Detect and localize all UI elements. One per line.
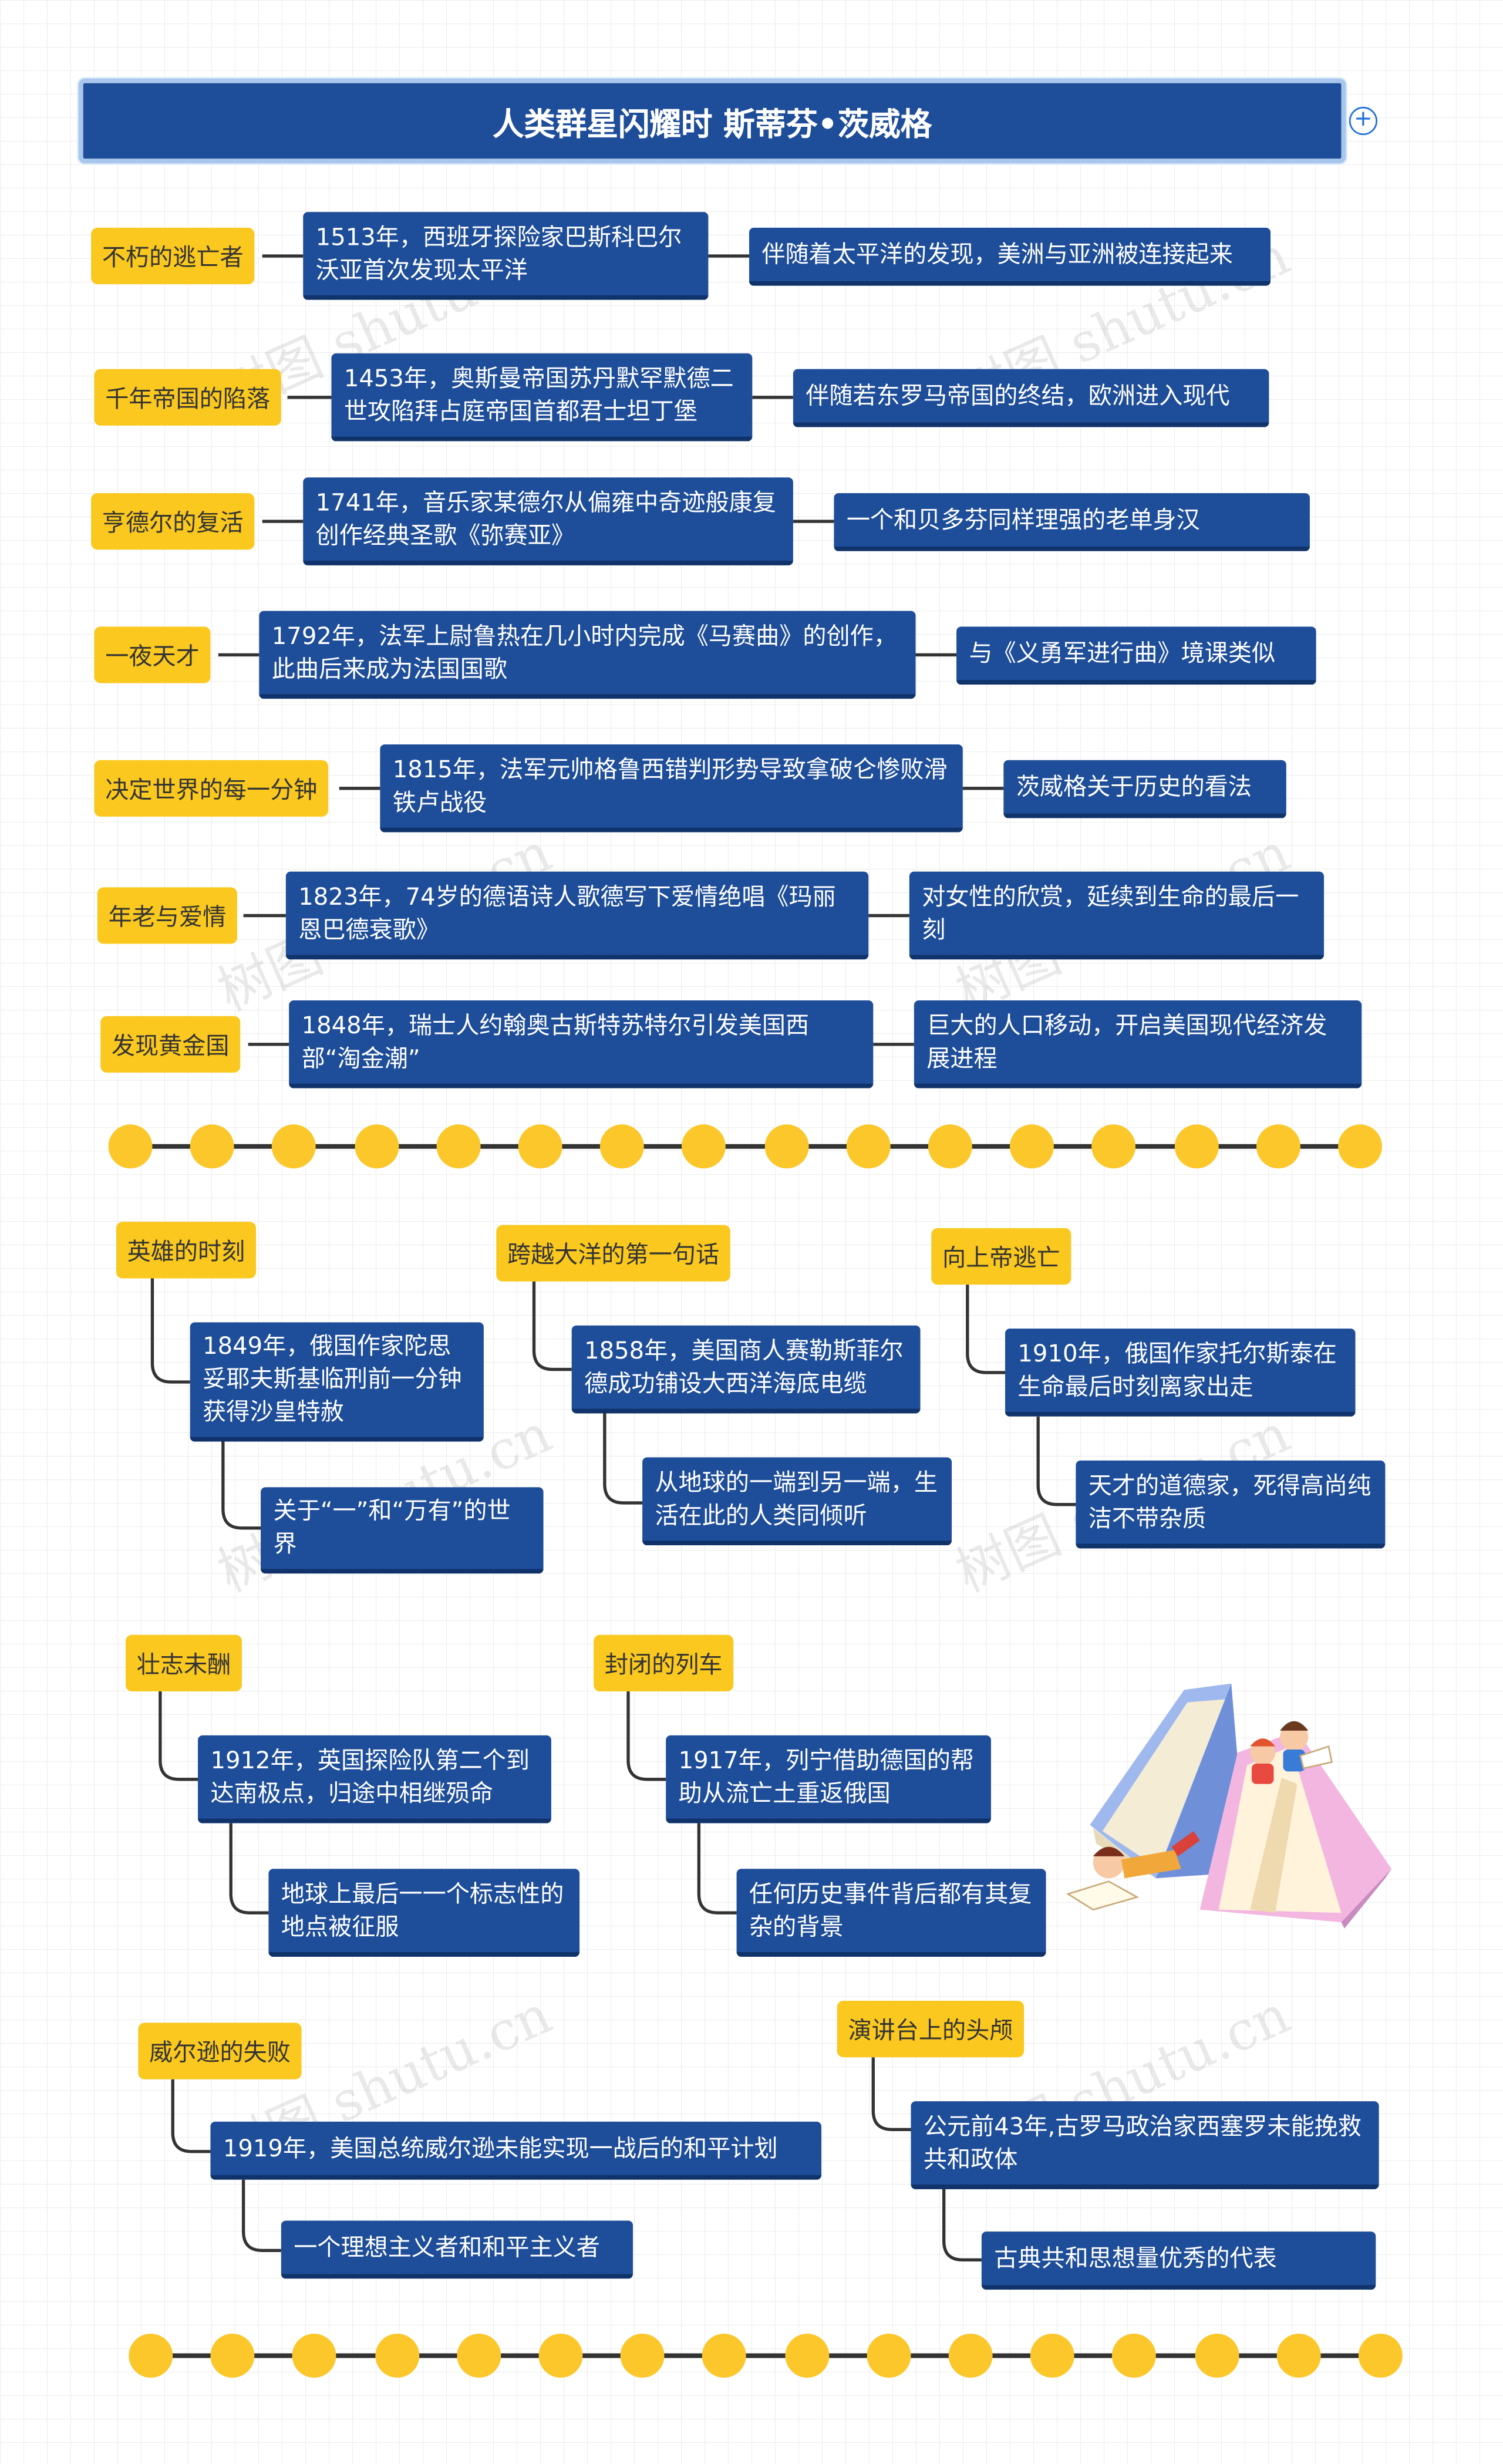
note-node[interactable]: 从地球的一端到另一端，生活在此的人类同倾听 [642,1457,952,1546]
children-reading-books-illustration [1066,1683,1392,1929]
map-title[interactable]: 人类群星闪耀时 斯蒂芬•茨威格 [78,78,1346,164]
timeline-dot [210,2334,255,2378]
timeline-dot [436,1124,481,1169]
timeline-dot [1092,1124,1137,1169]
timeline-dot [1194,2334,1239,2378]
event-node[interactable]: 1815年，法军元帅格鲁西错判形势导致拿破仑惨败滑铁卢战役 [380,744,963,832]
topic-node[interactable]: 向上帝逃亡 [931,1228,1071,1285]
timeline-dot [108,1124,153,1169]
note-node[interactable]: 茨威格关于历史的看法 [1003,760,1286,818]
topic-node[interactable]: 英雄的时刻 [116,1222,257,1279]
timeline-dot [129,2334,173,2378]
event-node[interactable]: 1453年，奥斯曼帝国苏丹默罕默德二世攻陷拜占庭帝国首都君士坦丁堡 [331,353,753,441]
event-node[interactable]: 1849年，俄国作家陀思妥耶夫斯基临刑前一分钟获得沙皇特赦 [190,1322,484,1442]
plus-circle-icon[interactable]: + [1349,106,1377,136]
event-node[interactable]: 1919年，美国总统威尔逊未能实现一战后的和平计划 [210,2121,822,2180]
event-node[interactable]: 1910年，俄国作家托尔斯泰在生命最后时刻离家出走 [1005,1329,1356,1417]
timeline-dot [928,1124,972,1169]
timeline-dot [1112,2334,1157,2378]
note-node[interactable]: 对女性的欣赏，延续到生命的最后一刻 [909,871,1325,960]
timeline-dot [538,2334,583,2378]
note-node[interactable]: 一个和贝多芬同样理强的老单身汉 [834,493,1310,551]
event-node[interactable]: 1912年，英国探险队第二个到达南极点，归途中相继殒命 [198,1735,551,1823]
event-node[interactable]: 1513年，西班牙探险家巴斯科巴尔沃亚首次发现太平洋 [303,212,709,300]
timeline-dot [375,2334,419,2378]
event-node[interactable]: 1858年，美国商人赛勒斯菲尔德成功铺设大西洋海底电缆 [571,1325,921,1414]
topic-node[interactable]: 千年帝国的陷落 [94,369,281,426]
note-node[interactable]: 巨大的人口移动，开启美国现代经济发展进程 [914,1000,1362,1088]
event-node[interactable]: 1741年，音乐家某德尔从偏雍中奇迹般康复创作经典圣歌《弥赛亚》 [303,477,793,565]
note-node[interactable]: 伴随着太平洋的发现，美洲与亚洲被连接起来 [749,227,1271,286]
timeline-dot [867,2334,911,2378]
timeline-dot [272,1124,316,1169]
timeline-dot [1256,1124,1300,1169]
topic-node[interactable]: 跨越大洋的第一句话 [496,1225,730,1282]
timeline-dot [1276,2334,1321,2378]
note-node[interactable]: 任何历史事件背后都有其复杂的背景 [736,1869,1046,1957]
event-node[interactable]: 1848年，瑞士人约翰奥古斯特苏特尔引发美国西部“淘金潮” [289,1000,874,1088]
topic-node[interactable]: 演讲台上的头颅 [837,2000,1025,2058]
event-node[interactable]: 1917年，列宁借助德国的帮助从流亡土重返俄国 [666,1735,991,1823]
timeline-dot [456,2334,501,2378]
event-node[interactable]: 公元前43年,古罗马政治家西塞罗未能挽救共和政体 [911,2101,1379,2189]
topic-node[interactable]: 发现黄金国 [100,1016,241,1073]
timeline-dot [1338,1124,1382,1169]
topic-node[interactable]: 封闭的列车 [594,1634,734,1691]
note-node[interactable]: 与《义勇军进行曲》境课类似 [956,626,1316,685]
timeline-dot [292,2334,337,2378]
timeline-dot [518,1124,562,1169]
topic-node[interactable]: 壮志未酬 [126,1634,242,1691]
timeline-dot [621,2334,665,2378]
topic-node[interactable]: 决定世界的每一分钟 [94,760,329,817]
timeline-dot [1030,2334,1075,2378]
timeline-dot [784,2334,829,2378]
timeline-dot [600,1124,645,1169]
note-node[interactable]: 关于“一”和“万有”的世界 [261,1487,544,1574]
note-node[interactable]: 伴随若东罗马帝国的终结，欧洲进入现代 [793,369,1269,427]
timeline-dot [354,1124,399,1169]
note-node[interactable]: 一个理想主义者和和平主义者 [281,2220,633,2279]
topic-node[interactable]: 不朽的逃亡者 [91,227,255,285]
timeline-dot [948,2334,993,2378]
timeline-dot [846,1124,891,1169]
timeline-dot [1174,1124,1218,1169]
topic-node[interactable]: 年老与爱情 [97,887,237,944]
topic-node[interactable]: 一夜天才 [94,626,211,683]
timeline-dot [702,2334,747,2378]
topic-node[interactable]: 亨德尔的复活 [91,493,255,550]
timeline-dot [1358,2334,1403,2378]
timeline-dot [190,1124,235,1169]
timeline-dot [764,1124,808,1169]
note-node[interactable]: 古典共和思想量优秀的代表 [981,2232,1376,2290]
timeline-dot [682,1124,726,1169]
note-node[interactable]: 天才的道德家，死得高尚纯洁不带杂质 [1076,1460,1386,1549]
event-node[interactable]: 1792年，法军上尉鲁热在几小时内完成《马赛曲》的创作，此曲后来成为法国国歌 [259,611,916,699]
note-node[interactable]: 地球上最后一一个标志性的地点被征服 [268,1869,580,1957]
timeline-dot [1010,1124,1054,1169]
topic-node[interactable]: 威尔逊的失败 [138,2023,302,2079]
event-node[interactable]: 1823年，74岁的德语诗人歌德写下爱情绝唱《玛丽恩巴德衰歌》 [285,871,869,960]
